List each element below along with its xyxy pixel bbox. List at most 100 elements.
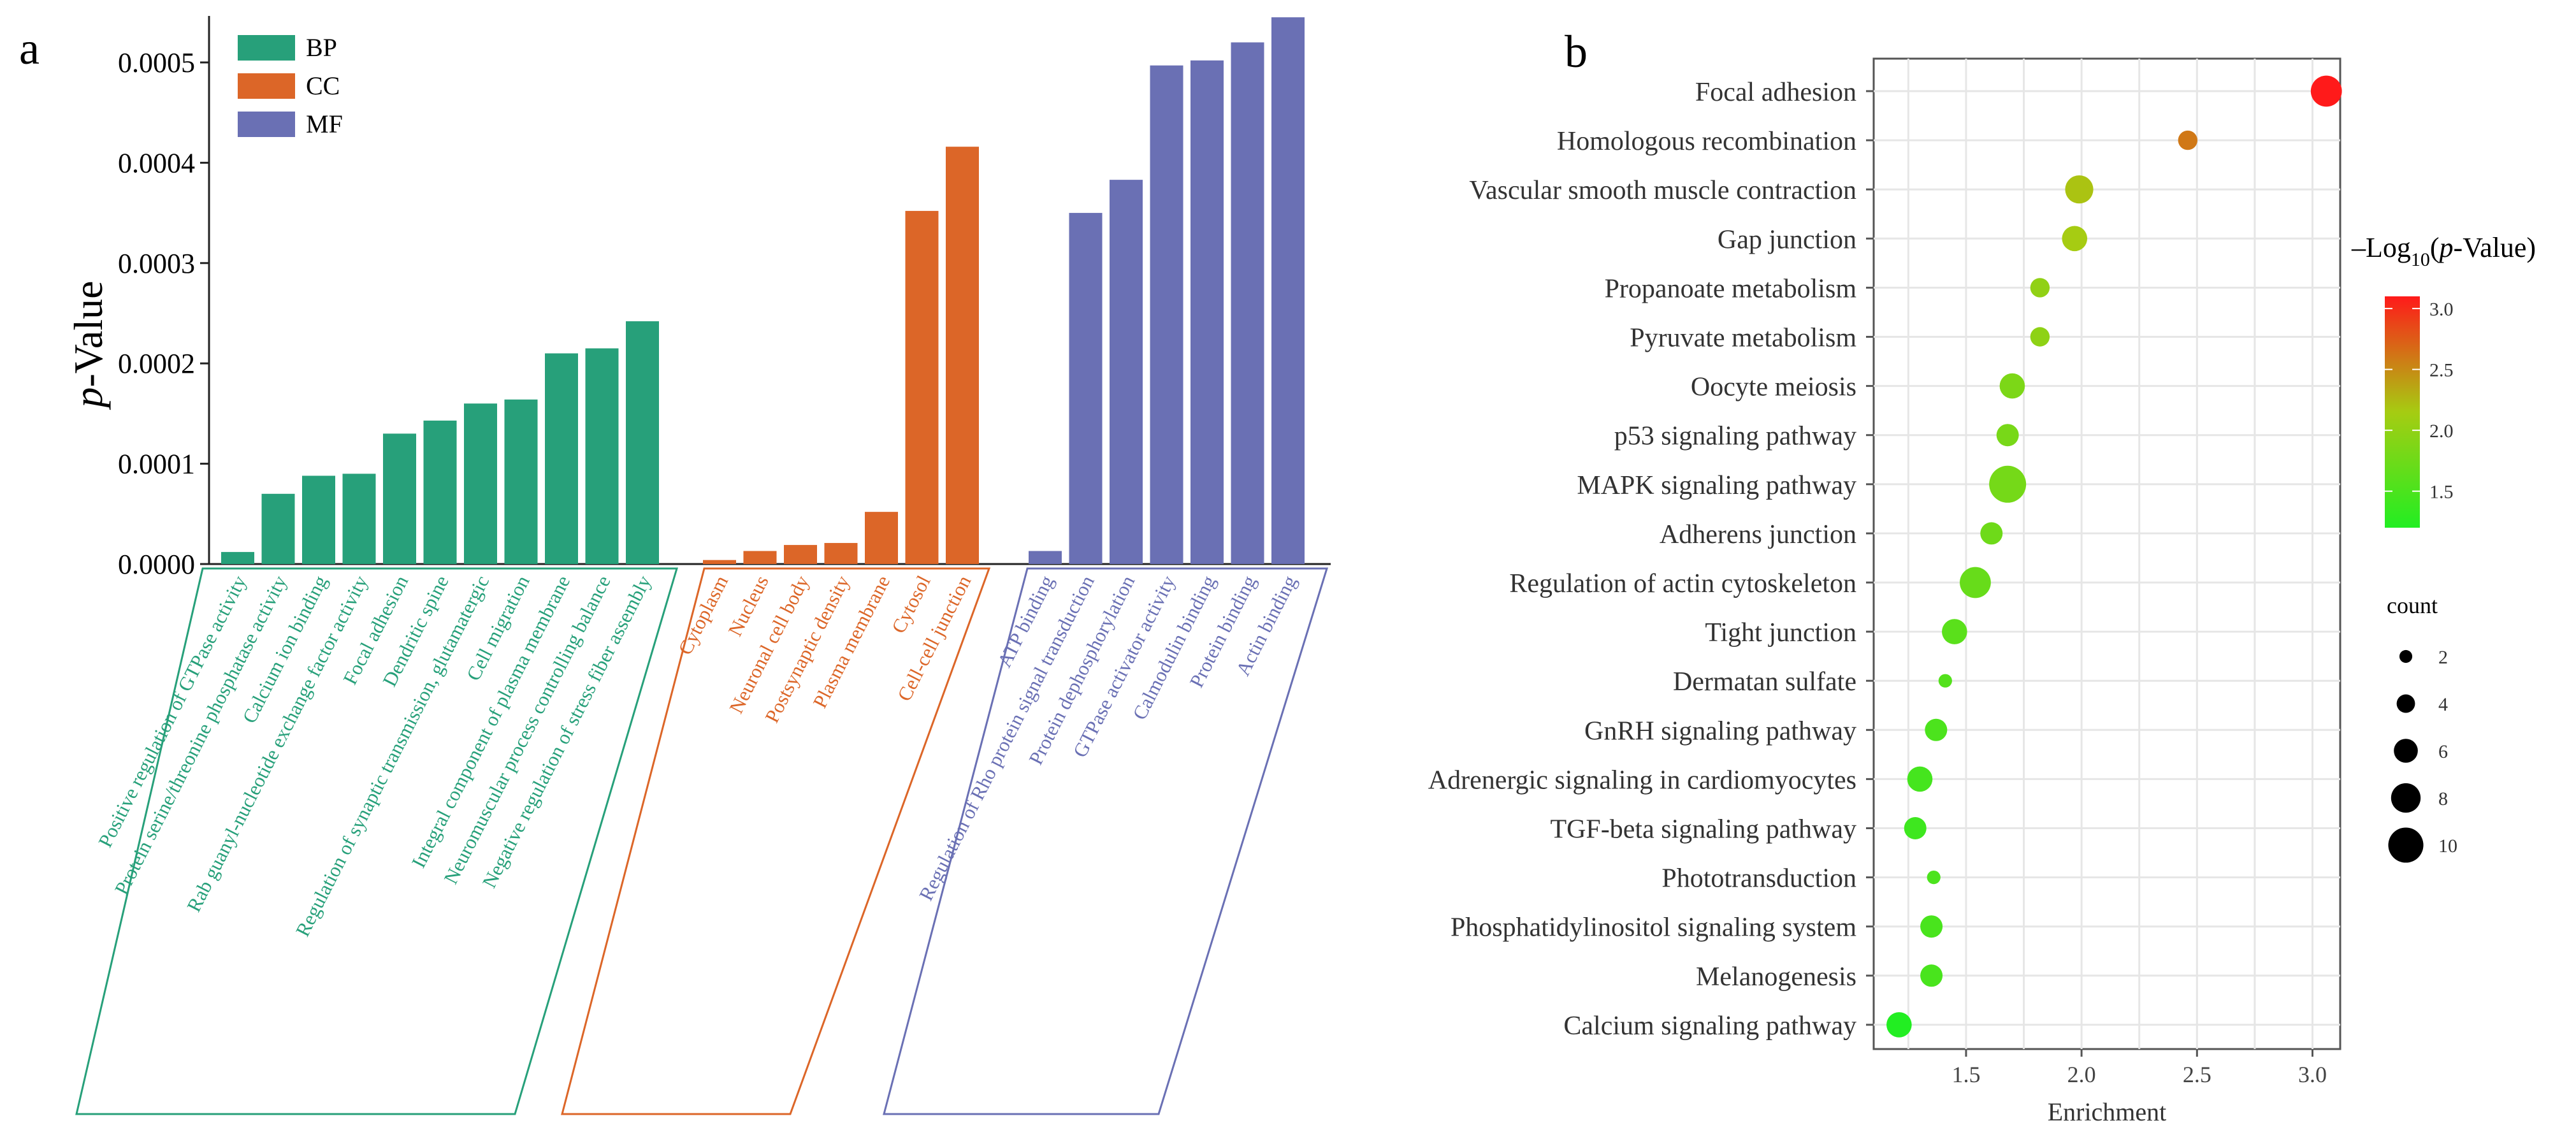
- enrichment-dot: [1960, 567, 1991, 598]
- pathway-label: Gap junction: [1718, 225, 1856, 254]
- bar-cc: [743, 551, 777, 564]
- pathway-label: p53 signaling pathway: [1614, 422, 1856, 451]
- enrichment-dot: [2062, 226, 2088, 252]
- enrichment-dot: [1927, 871, 1941, 885]
- panel-b-label: b: [1565, 26, 1588, 77]
- bar-bp: [261, 493, 295, 564]
- size-legend-label: 8: [2438, 788, 2448, 809]
- enrichment-dot: [2310, 75, 2342, 107]
- enrichment-dot: [2065, 175, 2094, 204]
- colorbar-tick-label: 3.0: [2429, 299, 2454, 320]
- bar-mf: [1150, 65, 1183, 565]
- pathway-label: Tight junction: [1705, 618, 1856, 648]
- size-legend-label: 2: [2438, 647, 2448, 668]
- pathway-label: Oocyte meiosis: [1691, 373, 1856, 402]
- panel-b-dots: [1886, 75, 2342, 1038]
- pathway-label: Dermatan sulfate: [1673, 667, 1856, 697]
- bar-mf: [1231, 42, 1264, 564]
- bar-mf: [1029, 551, 1062, 564]
- size-legend-dot: [2396, 694, 2415, 713]
- size-legend-label: 6: [2438, 741, 2448, 762]
- color-legend-bar: [2385, 296, 2420, 528]
- panel-b-grid: [1874, 59, 2340, 1049]
- group-bracket-mf: [883, 567, 1329, 1115]
- bar-bp: [342, 474, 376, 564]
- color-legend-ticks: 3.02.52.01.5: [2385, 299, 2454, 503]
- bar-bp: [585, 348, 619, 564]
- enrichment-dot: [2178, 130, 2198, 150]
- enrichment-dot: [1980, 522, 2003, 545]
- bar-cc: [703, 560, 736, 564]
- bar-mf: [1069, 213, 1103, 564]
- pathway-label: Pyruvate metabolism: [1630, 324, 1856, 353]
- bar-bp: [504, 399, 538, 564]
- enrichment-dot: [1996, 424, 2019, 447]
- bar-cc: [824, 542, 858, 564]
- bar-cc: [784, 545, 817, 564]
- bar-mf: [1110, 180, 1143, 564]
- enrichment-dot: [1904, 817, 1927, 839]
- pathway-label: Focal adhesion: [1695, 78, 1856, 107]
- panel-b-plot-area: [1872, 57, 2341, 1050]
- enrichment-dot: [1925, 718, 1948, 741]
- bar-cc: [905, 210, 939, 565]
- bar-bp: [464, 403, 497, 564]
- y-label-italic: p: [66, 387, 111, 410]
- enrichment-dot: [2030, 327, 2050, 347]
- color-legend-title: –Log10(p-Value): [2351, 232, 2536, 270]
- y-label-rest: -Value: [66, 280, 111, 387]
- enrichment-dot: [1886, 1012, 1912, 1038]
- x-tick-label: 1.5: [1951, 1062, 1980, 1087]
- size-legend-title: count: [2387, 593, 2438, 618]
- size-legend-label: 4: [2438, 694, 2448, 715]
- y-tick-label: 0.0000: [118, 549, 195, 580]
- pathway-label: Vascular smooth muscle contraction: [1469, 176, 1856, 205]
- pathway-label: Phosphatidylinositol signaling system: [1451, 913, 1856, 943]
- pathway-label: Homologous recombination: [1557, 127, 1856, 156]
- x-tick-label: 3.0: [2298, 1062, 2327, 1087]
- panel-a-category-labels: Positive regulation of GTPase activityPr…: [94, 572, 1301, 940]
- panel-a-y-axis-label: p-Value: [66, 280, 111, 410]
- size-legend-dot: [2399, 649, 2413, 663]
- size-legend-dot: [2394, 739, 2418, 763]
- bar-bp: [545, 353, 578, 564]
- panel-b-x-axis-label: Enrichment: [2048, 1097, 2167, 1126]
- colorbar-tick-label: 1.5: [2429, 482, 2454, 503]
- legend-label-mf: MF: [306, 110, 343, 138]
- enrichment-dot: [1989, 465, 2027, 503]
- pathway-label: Calcium signaling pathway: [1563, 1011, 1856, 1041]
- size-legend-dot: [2391, 783, 2421, 813]
- bar-mf: [1271, 17, 1305, 564]
- panel-a-bar-chart: a p-Value 0.00000.00010.00020.00030.0004…: [19, 16, 1331, 1115]
- bar-cc: [946, 147, 979, 564]
- pathway-label: Adherens junction: [1660, 520, 1856, 549]
- bar-mf: [1190, 60, 1224, 564]
- pathway-label: Propanoate metabolism: [1605, 274, 1857, 303]
- bar-bp: [383, 433, 416, 564]
- pathway-label: Regulation of actin cytoskeleton: [1509, 569, 1856, 598]
- pathway-label: Melanogenesis: [1696, 962, 1856, 992]
- bar-bp: [423, 420, 457, 564]
- bar-cc: [865, 512, 898, 564]
- category-label: Cytoplasm: [674, 572, 732, 658]
- group-bracket-cc: [561, 567, 991, 1115]
- pathway-label: MAPK signaling pathway: [1577, 471, 1856, 500]
- size-legend-dot: [2388, 827, 2424, 863]
- colorbar-tick-label: 2.5: [2429, 360, 2454, 381]
- panel-a-category-brackets: [75, 567, 1329, 1115]
- x-tick-label: 2.0: [2067, 1062, 2096, 1087]
- enrichment-dot: [1938, 674, 1952, 688]
- enrichment-dot: [1999, 373, 2025, 399]
- y-tick-label: 0.0005: [118, 47, 195, 78]
- pathway-label: Adrenergic signaling in cardiomyocytes: [1428, 765, 1856, 795]
- y-tick-label: 0.0002: [118, 348, 195, 379]
- panel-a-bars: [221, 17, 1305, 565]
- category-label: Protein serine/threonine phosphatase act…: [110, 572, 291, 899]
- legend-swatch-mf: [238, 112, 295, 137]
